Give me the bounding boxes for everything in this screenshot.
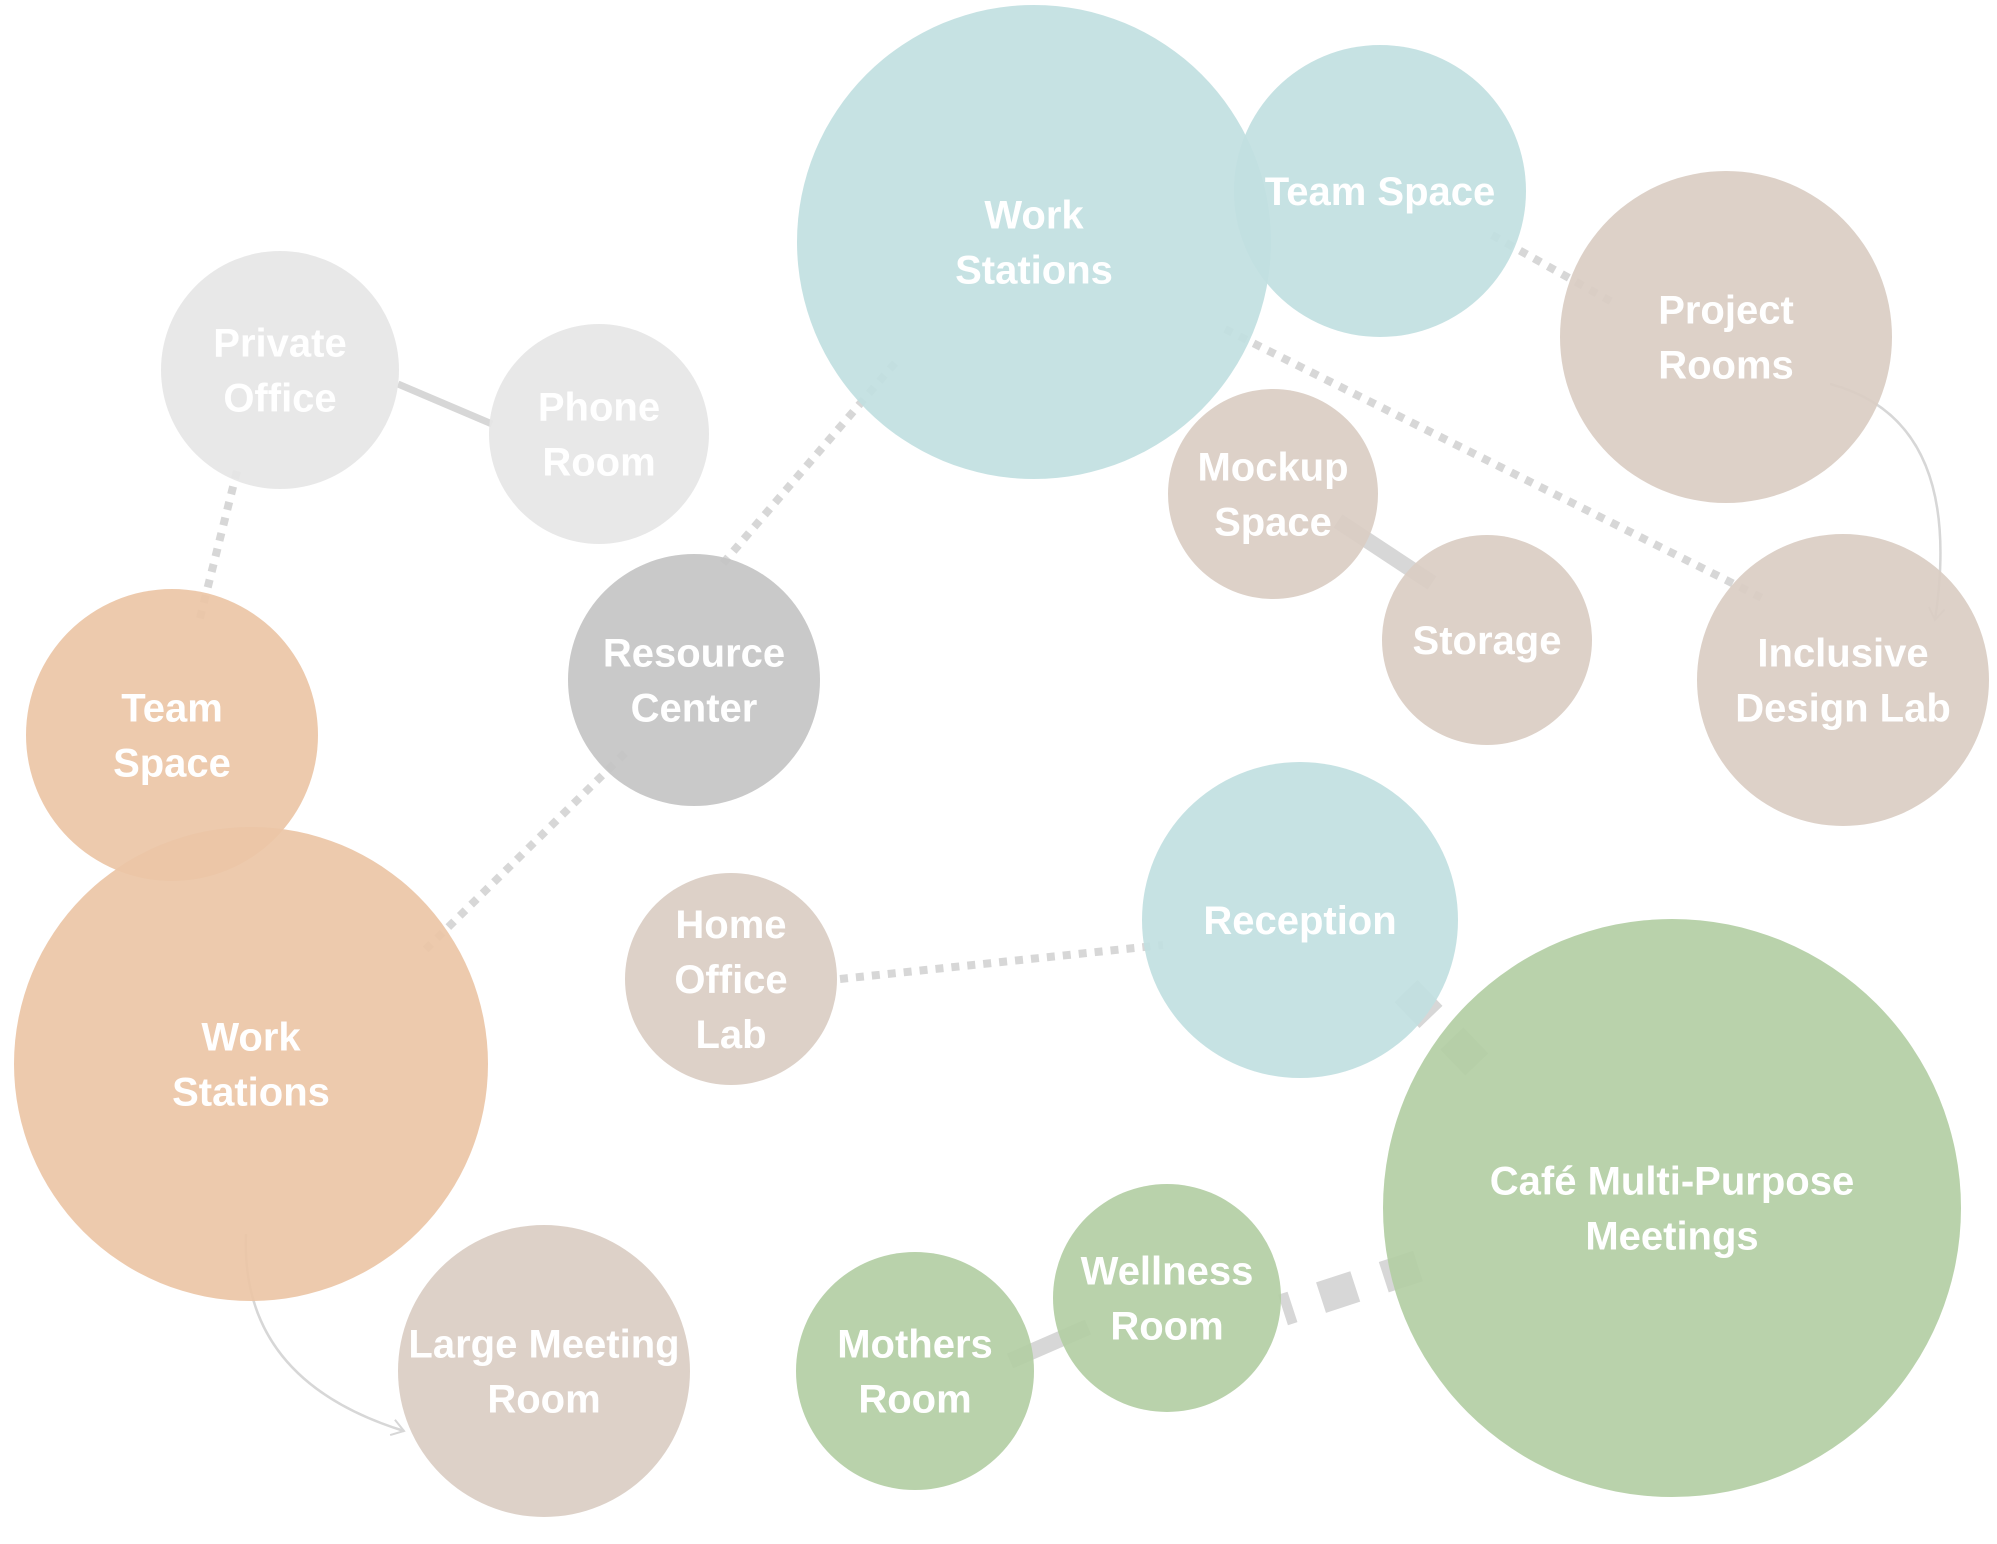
- bubble-resource-center: [568, 554, 820, 806]
- connector-private-office-to-phone-room: [396, 380, 494, 428]
- label-line: Team: [121, 687, 223, 731]
- connector-work-stations-top-to-resource-center: [715, 360, 899, 571]
- bubble-home-office-lab: [625, 873, 837, 1085]
- bubble-work-stations-left: [14, 827, 488, 1301]
- label-line: Mockup: [1197, 446, 1348, 490]
- bubble-phone-room: [489, 324, 709, 544]
- bubble-team-space-top: [1234, 45, 1526, 337]
- label-line: Storage: [1413, 619, 1562, 663]
- label-line: Private: [213, 322, 346, 366]
- label-line: Lab: [695, 1013, 766, 1057]
- bubble-large-meeting-room: [398, 1225, 690, 1517]
- label-line: Project: [1658, 289, 1794, 333]
- bubble-mothers-room: [796, 1252, 1034, 1490]
- label-line: Office: [674, 958, 787, 1002]
- label-line: Office: [223, 377, 336, 421]
- bubble-reception: [1142, 762, 1458, 1078]
- label-line: Reception: [1203, 899, 1396, 943]
- bubble-project-rooms: [1560, 171, 1892, 503]
- bubble-cafe-multi-purpose: [1383, 919, 1961, 1497]
- bubble-layer: [14, 5, 1989, 1517]
- bubble-private-office: [161, 251, 399, 489]
- label-team-space-top: Team Space: [1265, 170, 1496, 214]
- connector-resource-center-to-work-stations-left: [418, 750, 628, 957]
- label-line: Wellness: [1081, 1250, 1254, 1294]
- label-line: Team Space: [1265, 170, 1496, 214]
- bubble-work-stations-top: [797, 5, 1271, 479]
- label-line: Stations: [172, 1071, 330, 1115]
- label-line: Meetings: [1585, 1215, 1758, 1259]
- connector-home-office-lab-to-reception: [839, 941, 1164, 983]
- label-line: Design Lab: [1735, 687, 1951, 731]
- label-line: Inclusive: [1757, 632, 1928, 676]
- bubble-mockup-space: [1168, 389, 1378, 599]
- label-line: Café Multi-Purpose: [1490, 1160, 1854, 1204]
- bubble-inclusive-design-lab: [1697, 534, 1989, 826]
- label-reception: Reception: [1203, 899, 1396, 943]
- label-line: Work: [201, 1016, 301, 1060]
- label-line: Center: [631, 687, 758, 731]
- bubble-wellness-room: [1053, 1184, 1281, 1412]
- connector-work-stations-top-to-inclusive-design-lab: [1223, 325, 1764, 602]
- label-line: Room: [542, 441, 655, 485]
- label-storage: Storage: [1413, 619, 1562, 663]
- label-line: Rooms: [1658, 344, 1794, 388]
- label-line: Room: [858, 1378, 971, 1422]
- label-line: Work: [984, 194, 1084, 238]
- label-line: Large Meeting: [408, 1323, 679, 1367]
- label-line: Space: [1214, 501, 1332, 545]
- label-line: Room: [487, 1378, 600, 1422]
- label-line: Mothers: [837, 1323, 993, 1367]
- label-line: Stations: [955, 249, 1113, 293]
- label-line: Home: [675, 903, 786, 947]
- bubble-team-space-left: [26, 589, 318, 881]
- label-line: Room: [1110, 1305, 1223, 1349]
- label-line: Space: [113, 742, 231, 786]
- bubble-storage: [1382, 535, 1592, 745]
- label-line: Phone: [538, 386, 660, 430]
- label-line: Resource: [603, 632, 785, 676]
